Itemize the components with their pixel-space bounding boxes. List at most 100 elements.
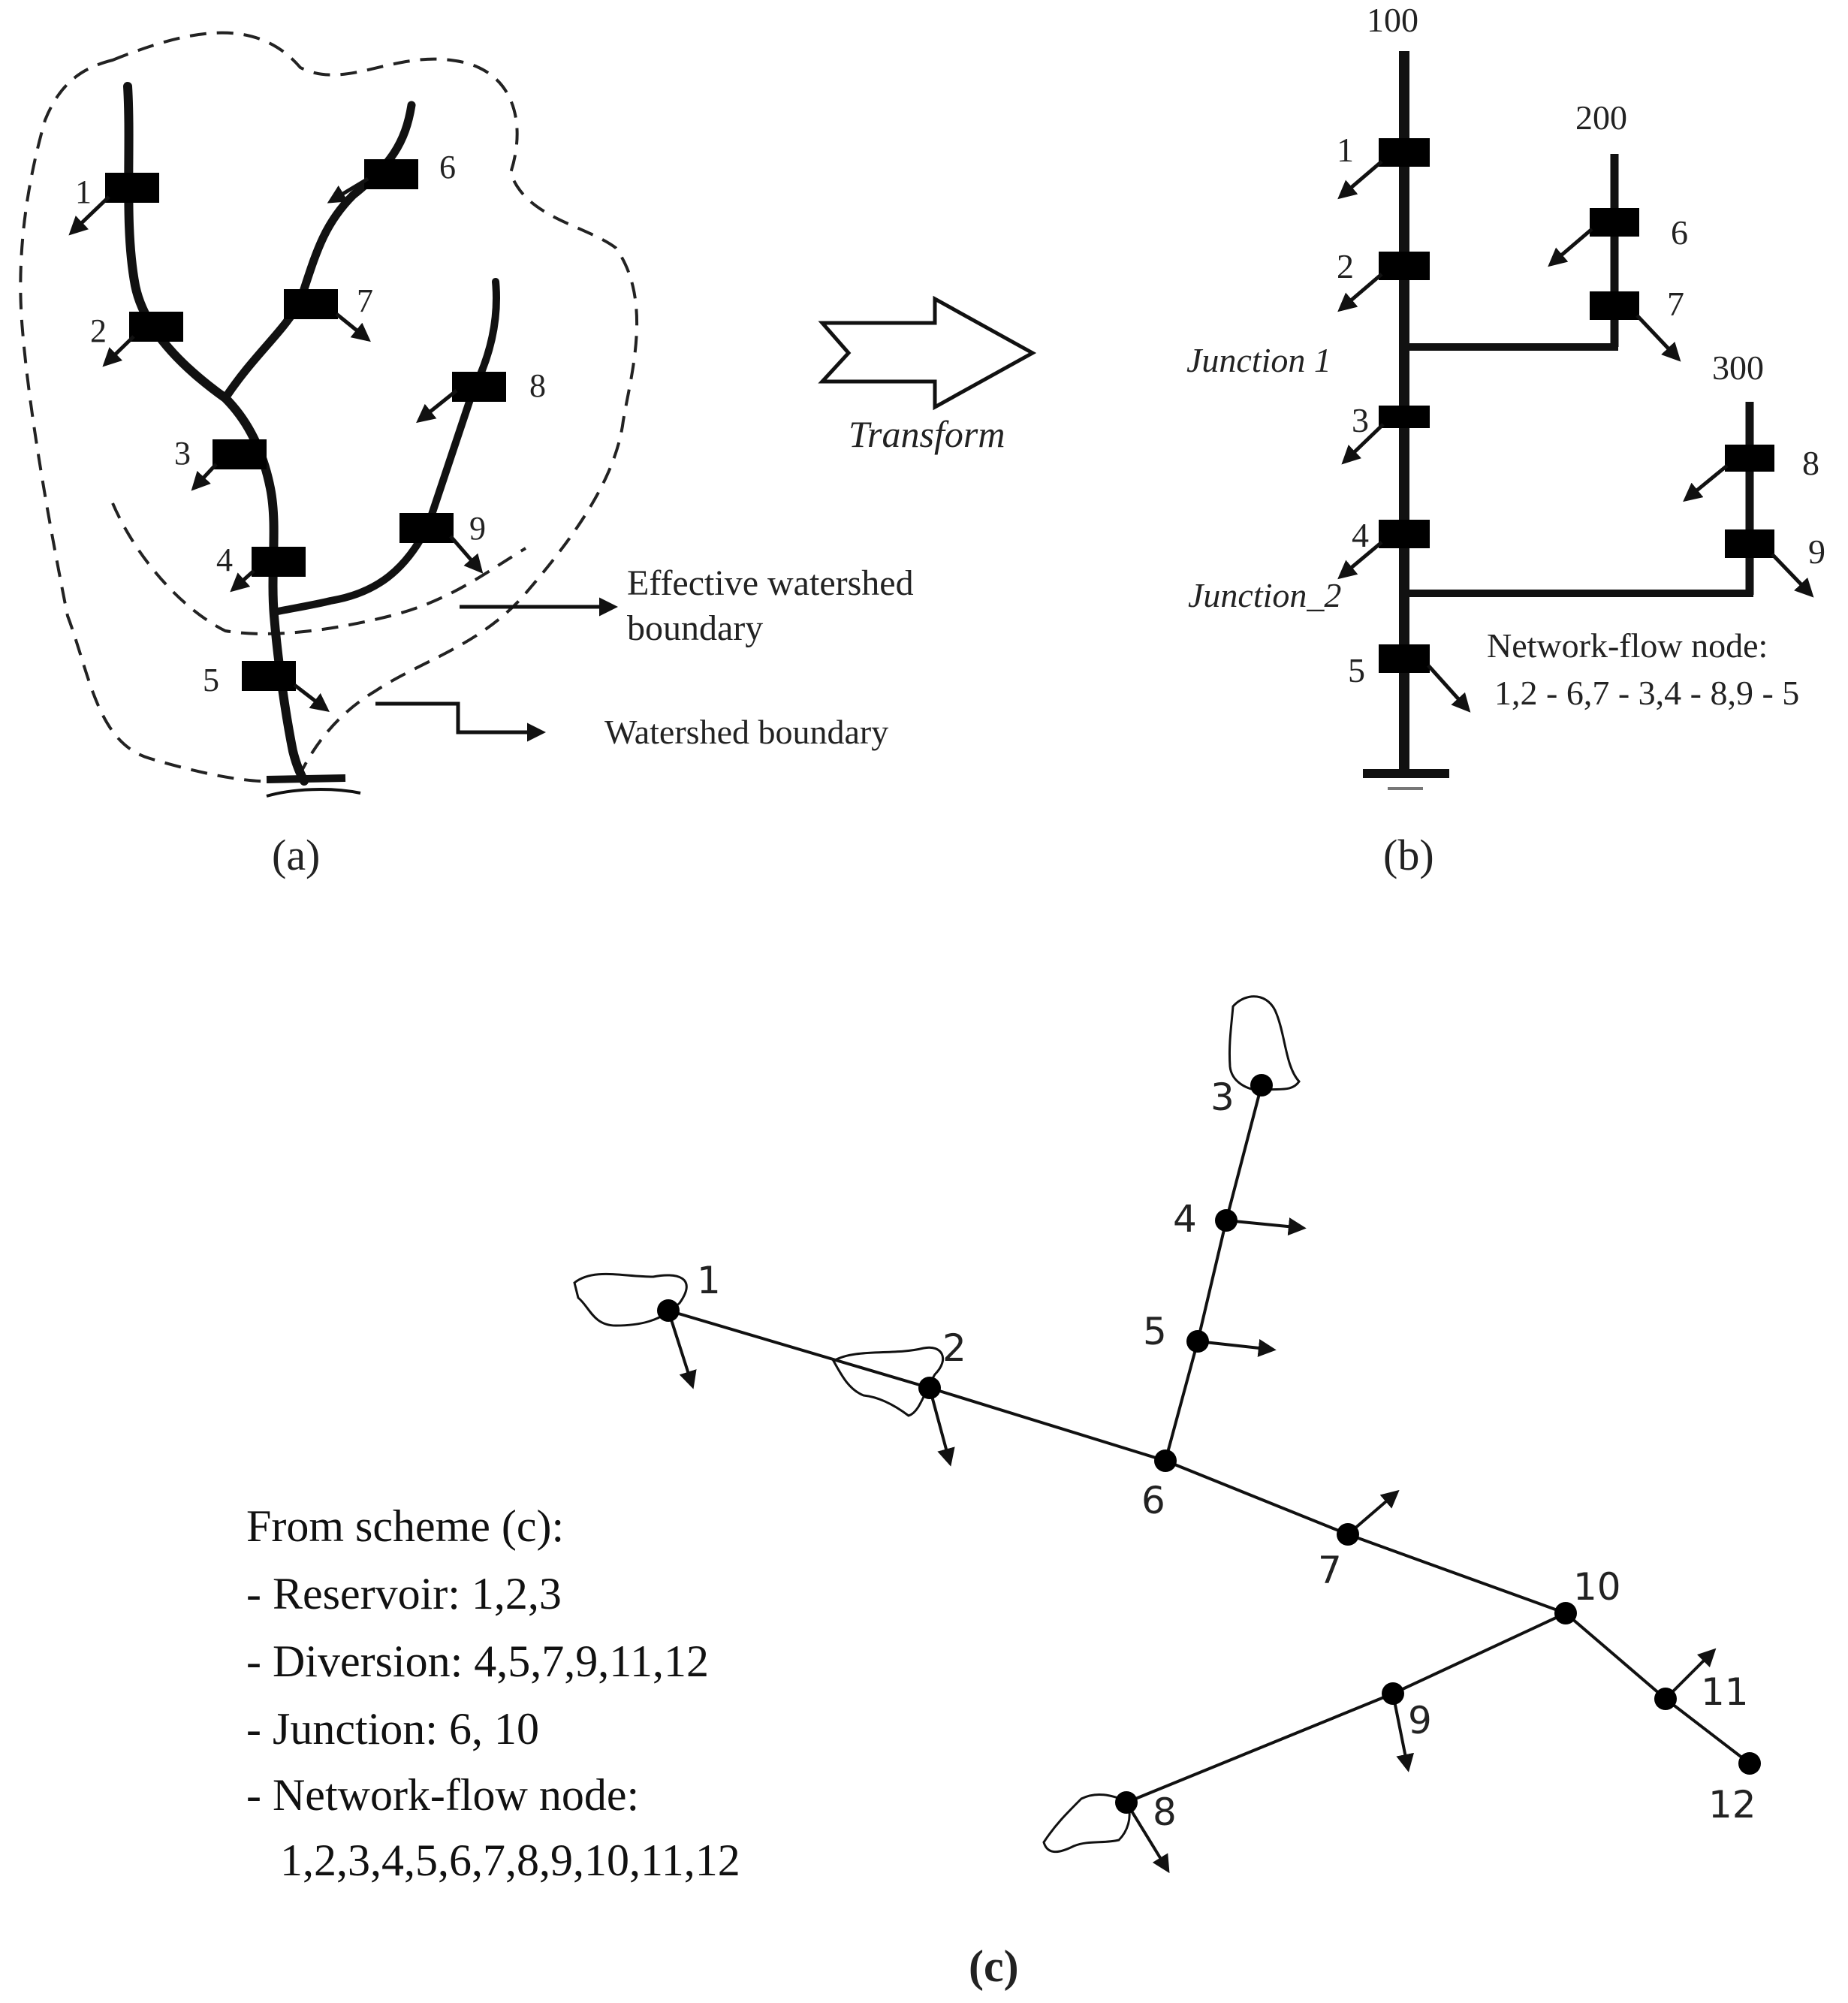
node-a-7: [284, 289, 338, 319]
link-2-6: [929, 1386, 1166, 1462]
watershed-boundary-pointer: [375, 701, 546, 742]
arrow-c-1: [667, 1310, 697, 1389]
node-b-7: [1590, 291, 1639, 320]
arrow-c-9: [1391, 1693, 1415, 1772]
junction-1-label: Junction 1: [1186, 341, 1331, 379]
branch-label-100: 100: [1367, 1, 1418, 39]
node-b-1: [1379, 138, 1430, 167]
legend-line-junction: - Junction: 6, 10: [246, 1704, 539, 1754]
label-a-2: 2: [90, 312, 107, 349]
arrow-a-5: [293, 683, 330, 713]
link-11-12: [1664, 1697, 1751, 1765]
legend-line-diversion: - Diversion: 4,5,7,9,11,12: [246, 1636, 709, 1686]
junction-2-label: Junction_2: [1188, 576, 1341, 614]
label-c-2: 2: [942, 1326, 966, 1370]
arrow-c-8: [1125, 1801, 1170, 1874]
label-b-1: 1: [1337, 131, 1354, 169]
label-a-9: 9: [469, 510, 486, 547]
arrow-a-7: [335, 312, 371, 342]
river-upper-right: [221, 101, 416, 403]
label-c-6: 6: [1141, 1479, 1165, 1522]
node-c-6: [1154, 1449, 1177, 1472]
node-b-9: [1725, 529, 1774, 558]
watershed-boundary: [19, 31, 639, 783]
label-b-7: 7: [1667, 285, 1684, 323]
arrow-c-4: [1225, 1217, 1307, 1236]
label-a-8: 8: [529, 367, 546, 404]
link-4-5: [1196, 1220, 1228, 1342]
label-c-7: 7: [1318, 1549, 1342, 1592]
label-b-8: 8: [1802, 444, 1819, 482]
outlet-bar: [266, 774, 346, 783]
node-c-12: [1738, 1752, 1761, 1775]
panel-b-network: 100 200 300 1 2 3 4 5 6 7 8 9 Junction 1…: [1186, 1, 1825, 879]
node-a-9: [399, 513, 454, 543]
node-c-9: [1382, 1682, 1404, 1705]
arrow-b-4: [1337, 541, 1383, 580]
node-c-8: [1115, 1791, 1138, 1814]
label-a-5: 5: [203, 662, 219, 698]
node-c-4: [1215, 1209, 1238, 1232]
panel-a-watershed: 1 2 3 4 5 6 7 8 9 Effective watershed bo…: [19, 31, 914, 879]
label-c-4: 4: [1173, 1197, 1197, 1241]
link-5-6: [1164, 1341, 1199, 1462]
label-a-4: 4: [216, 541, 233, 578]
arrow-b-9: [1771, 553, 1814, 598]
arrow-c-11: [1664, 1648, 1717, 1700]
label-c-8: 8: [1153, 1790, 1177, 1834]
link-10-9: [1392, 1612, 1566, 1695]
node-b-2: [1379, 252, 1430, 280]
label-c-9: 9: [1408, 1699, 1432, 1742]
arrow-c-5: [1197, 1338, 1277, 1357]
label-c-1: 1: [697, 1259, 721, 1302]
node-a-6: [364, 159, 418, 189]
arrow-a-8: [416, 389, 458, 424]
branch-label-300: 300: [1712, 348, 1764, 387]
label-a-7: 7: [357, 282, 373, 319]
node-b-3: [1379, 406, 1430, 428]
arrow-b-6: [1548, 228, 1593, 267]
node-b-8: [1725, 445, 1774, 472]
arrow-c-2: [928, 1387, 955, 1467]
label-b-9: 9: [1808, 532, 1825, 571]
node-a-3: [213, 439, 267, 469]
label-b-2: 2: [1337, 247, 1354, 285]
arrow-b-3: [1341, 423, 1385, 465]
arrow-b-5: [1427, 664, 1471, 713]
node-a-8: [452, 372, 506, 402]
network-flow-label-line1: Network-flow node:: [1487, 626, 1768, 665]
link-7-10: [1347, 1533, 1566, 1615]
arrow-a-2: [102, 335, 135, 367]
label-b-3: 3: [1352, 401, 1369, 439]
label-c-11: 11: [1701, 1670, 1749, 1714]
link-6-7: [1165, 1459, 1349, 1536]
arrow-a-6: [327, 176, 369, 204]
link-1-2: [668, 1309, 930, 1389]
panel-b-caption: (b): [1383, 831, 1434, 879]
branch-label-200: 200: [1575, 98, 1627, 137]
legend-title: From scheme (c):: [246, 1501, 564, 1551]
node-c-5: [1186, 1330, 1209, 1353]
node-b-6: [1590, 208, 1639, 237]
node-c-11: [1654, 1688, 1677, 1710]
node-c-3: [1250, 1074, 1273, 1097]
arrow-b-7: [1635, 314, 1681, 362]
label-c-3: 3: [1210, 1075, 1235, 1119]
label-a-3: 3: [174, 435, 191, 472]
legend-line-reservoir: - Reservoir: 1,2,3: [246, 1569, 562, 1618]
panel-a-caption: (a): [272, 831, 320, 879]
node-c-2: [918, 1377, 941, 1399]
reservoir-3-shape: [1228, 995, 1301, 1092]
reservoir-1-shape: [573, 1272, 688, 1327]
label-a-1: 1: [75, 173, 92, 210]
label-c-12: 12: [1708, 1783, 1756, 1827]
arrow-b-1: [1337, 160, 1383, 200]
link-3-4: [1225, 1084, 1263, 1221]
node-b-5: [1379, 644, 1430, 673]
transform-arrow: Transform: [818, 295, 1037, 455]
label-c-5: 5: [1143, 1310, 1167, 1353]
outlet-ground: [266, 788, 361, 798]
node-b-4: [1379, 520, 1430, 548]
